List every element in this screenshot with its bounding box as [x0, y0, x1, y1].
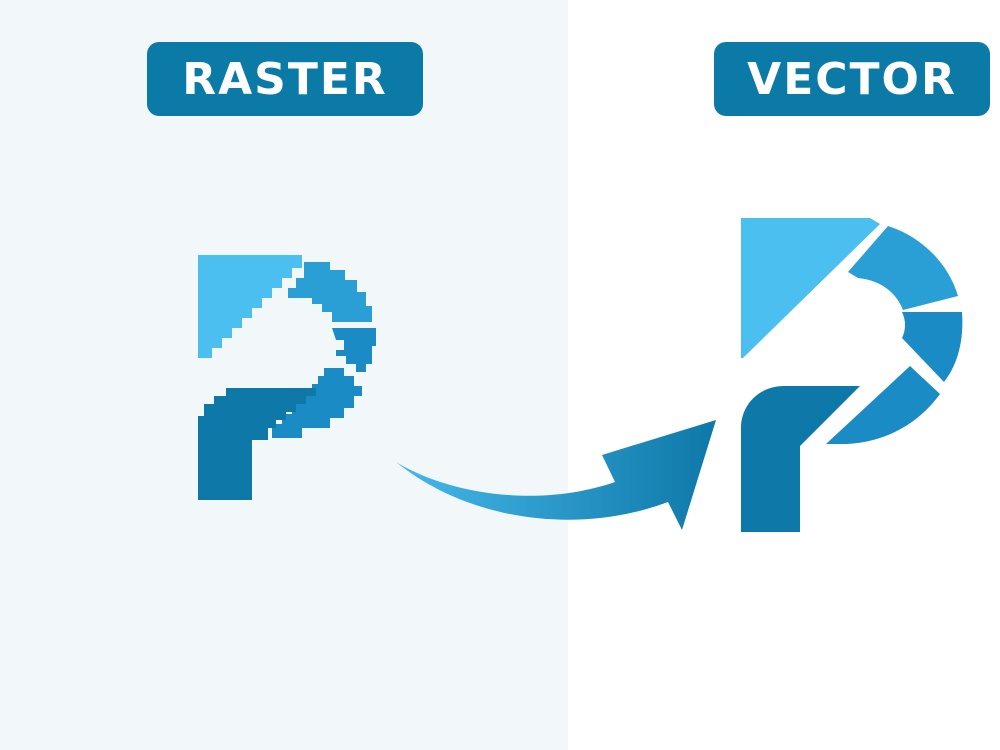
vector-logo-arc-bottom	[826, 366, 940, 444]
vector-logo-stem	[741, 386, 860, 532]
vector-label: VECTOR	[747, 53, 957, 105]
curved-arrow-icon	[396, 420, 716, 530]
raster-logo-light-piece	[198, 255, 302, 358]
raster-panel	[0, 0, 568, 750]
vector-label-badge: VECTOR	[714, 42, 990, 116]
vector-logo-arc-right	[902, 312, 963, 382]
raster-logo-arc-top	[288, 262, 372, 322]
raster-label: RASTER	[182, 53, 388, 105]
vector-logo-light-piece	[741, 218, 880, 358]
vector-logo-arc-top	[848, 226, 958, 310]
raster-logo-icon	[198, 255, 376, 500]
raster-label-badge: RASTER	[147, 42, 423, 116]
raster-logo-arc-right	[332, 328, 376, 372]
vector-logo-icon	[741, 218, 963, 532]
raster-logo-arc-bottom	[272, 368, 362, 438]
vector-panel	[568, 0, 1000, 750]
raster-logo-stem	[198, 388, 316, 500]
